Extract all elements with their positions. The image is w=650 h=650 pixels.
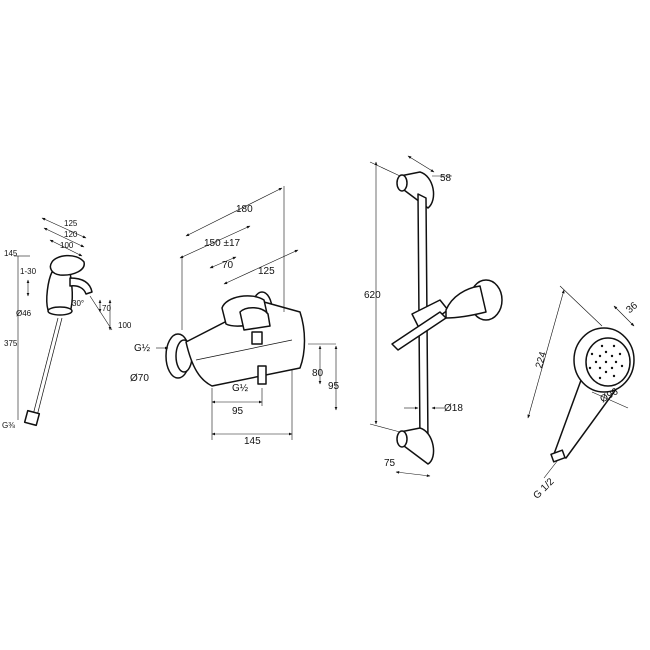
dim-125: 125 bbox=[258, 266, 275, 277]
dim-angle-range: 1-30 bbox=[20, 267, 37, 276]
dim-150: 150 ±17 bbox=[204, 238, 241, 249]
dim-thread-g12: G 1/2 bbox=[532, 476, 557, 501]
dim-70: 70 bbox=[102, 304, 111, 313]
dim-95-width: 95 bbox=[232, 406, 244, 417]
dim-thread-outlet: G½ bbox=[232, 383, 249, 394]
basin-mixer-drawing: 125 120 100 145 1-30 Ø46 30° 70 100 375 … bbox=[2, 217, 132, 430]
dim-100-side: 100 bbox=[118, 321, 132, 330]
dim-620: 620 bbox=[364, 290, 381, 301]
dim-80: 80 bbox=[312, 368, 324, 379]
dim-70: 70 bbox=[222, 260, 234, 271]
bath-mixer-drawing: 180 150 ±17 70 125 G½ Ø70 G½ 80 95 95 14… bbox=[130, 186, 340, 447]
dim-diameter-46: Ø46 bbox=[16, 309, 32, 318]
dim-75: 75 bbox=[384, 458, 396, 469]
dim-angle-30: 30° bbox=[72, 299, 84, 308]
dim-375: 375 bbox=[4, 339, 18, 348]
dim-diameter-18: Ø18 bbox=[444, 403, 463, 414]
dim-100-top: 100 bbox=[60, 241, 74, 250]
dim-180: 180 bbox=[236, 204, 253, 215]
dim-224: 224 bbox=[534, 350, 549, 369]
hand-shower-drawing: 36 224 Ø96 G 1/2 bbox=[527, 285, 640, 501]
dim-thread-g38: G⅜ bbox=[2, 421, 15, 430]
dim-diameter-70: Ø70 bbox=[130, 373, 149, 384]
shower-rail-drawing: 58 620 Ø18 75 bbox=[364, 155, 503, 478]
spray-nozzles bbox=[588, 344, 624, 380]
dim-58: 58 bbox=[440, 173, 452, 184]
dim-145: 145 bbox=[244, 436, 261, 447]
dim-thread-left: G½ bbox=[134, 343, 151, 354]
dim-125: 125 bbox=[64, 219, 78, 228]
dim-120: 120 bbox=[64, 230, 78, 239]
dim-145: 145 bbox=[4, 249, 18, 258]
dim-95-height: 95 bbox=[328, 381, 340, 392]
dim-36: 36 bbox=[624, 300, 640, 316]
